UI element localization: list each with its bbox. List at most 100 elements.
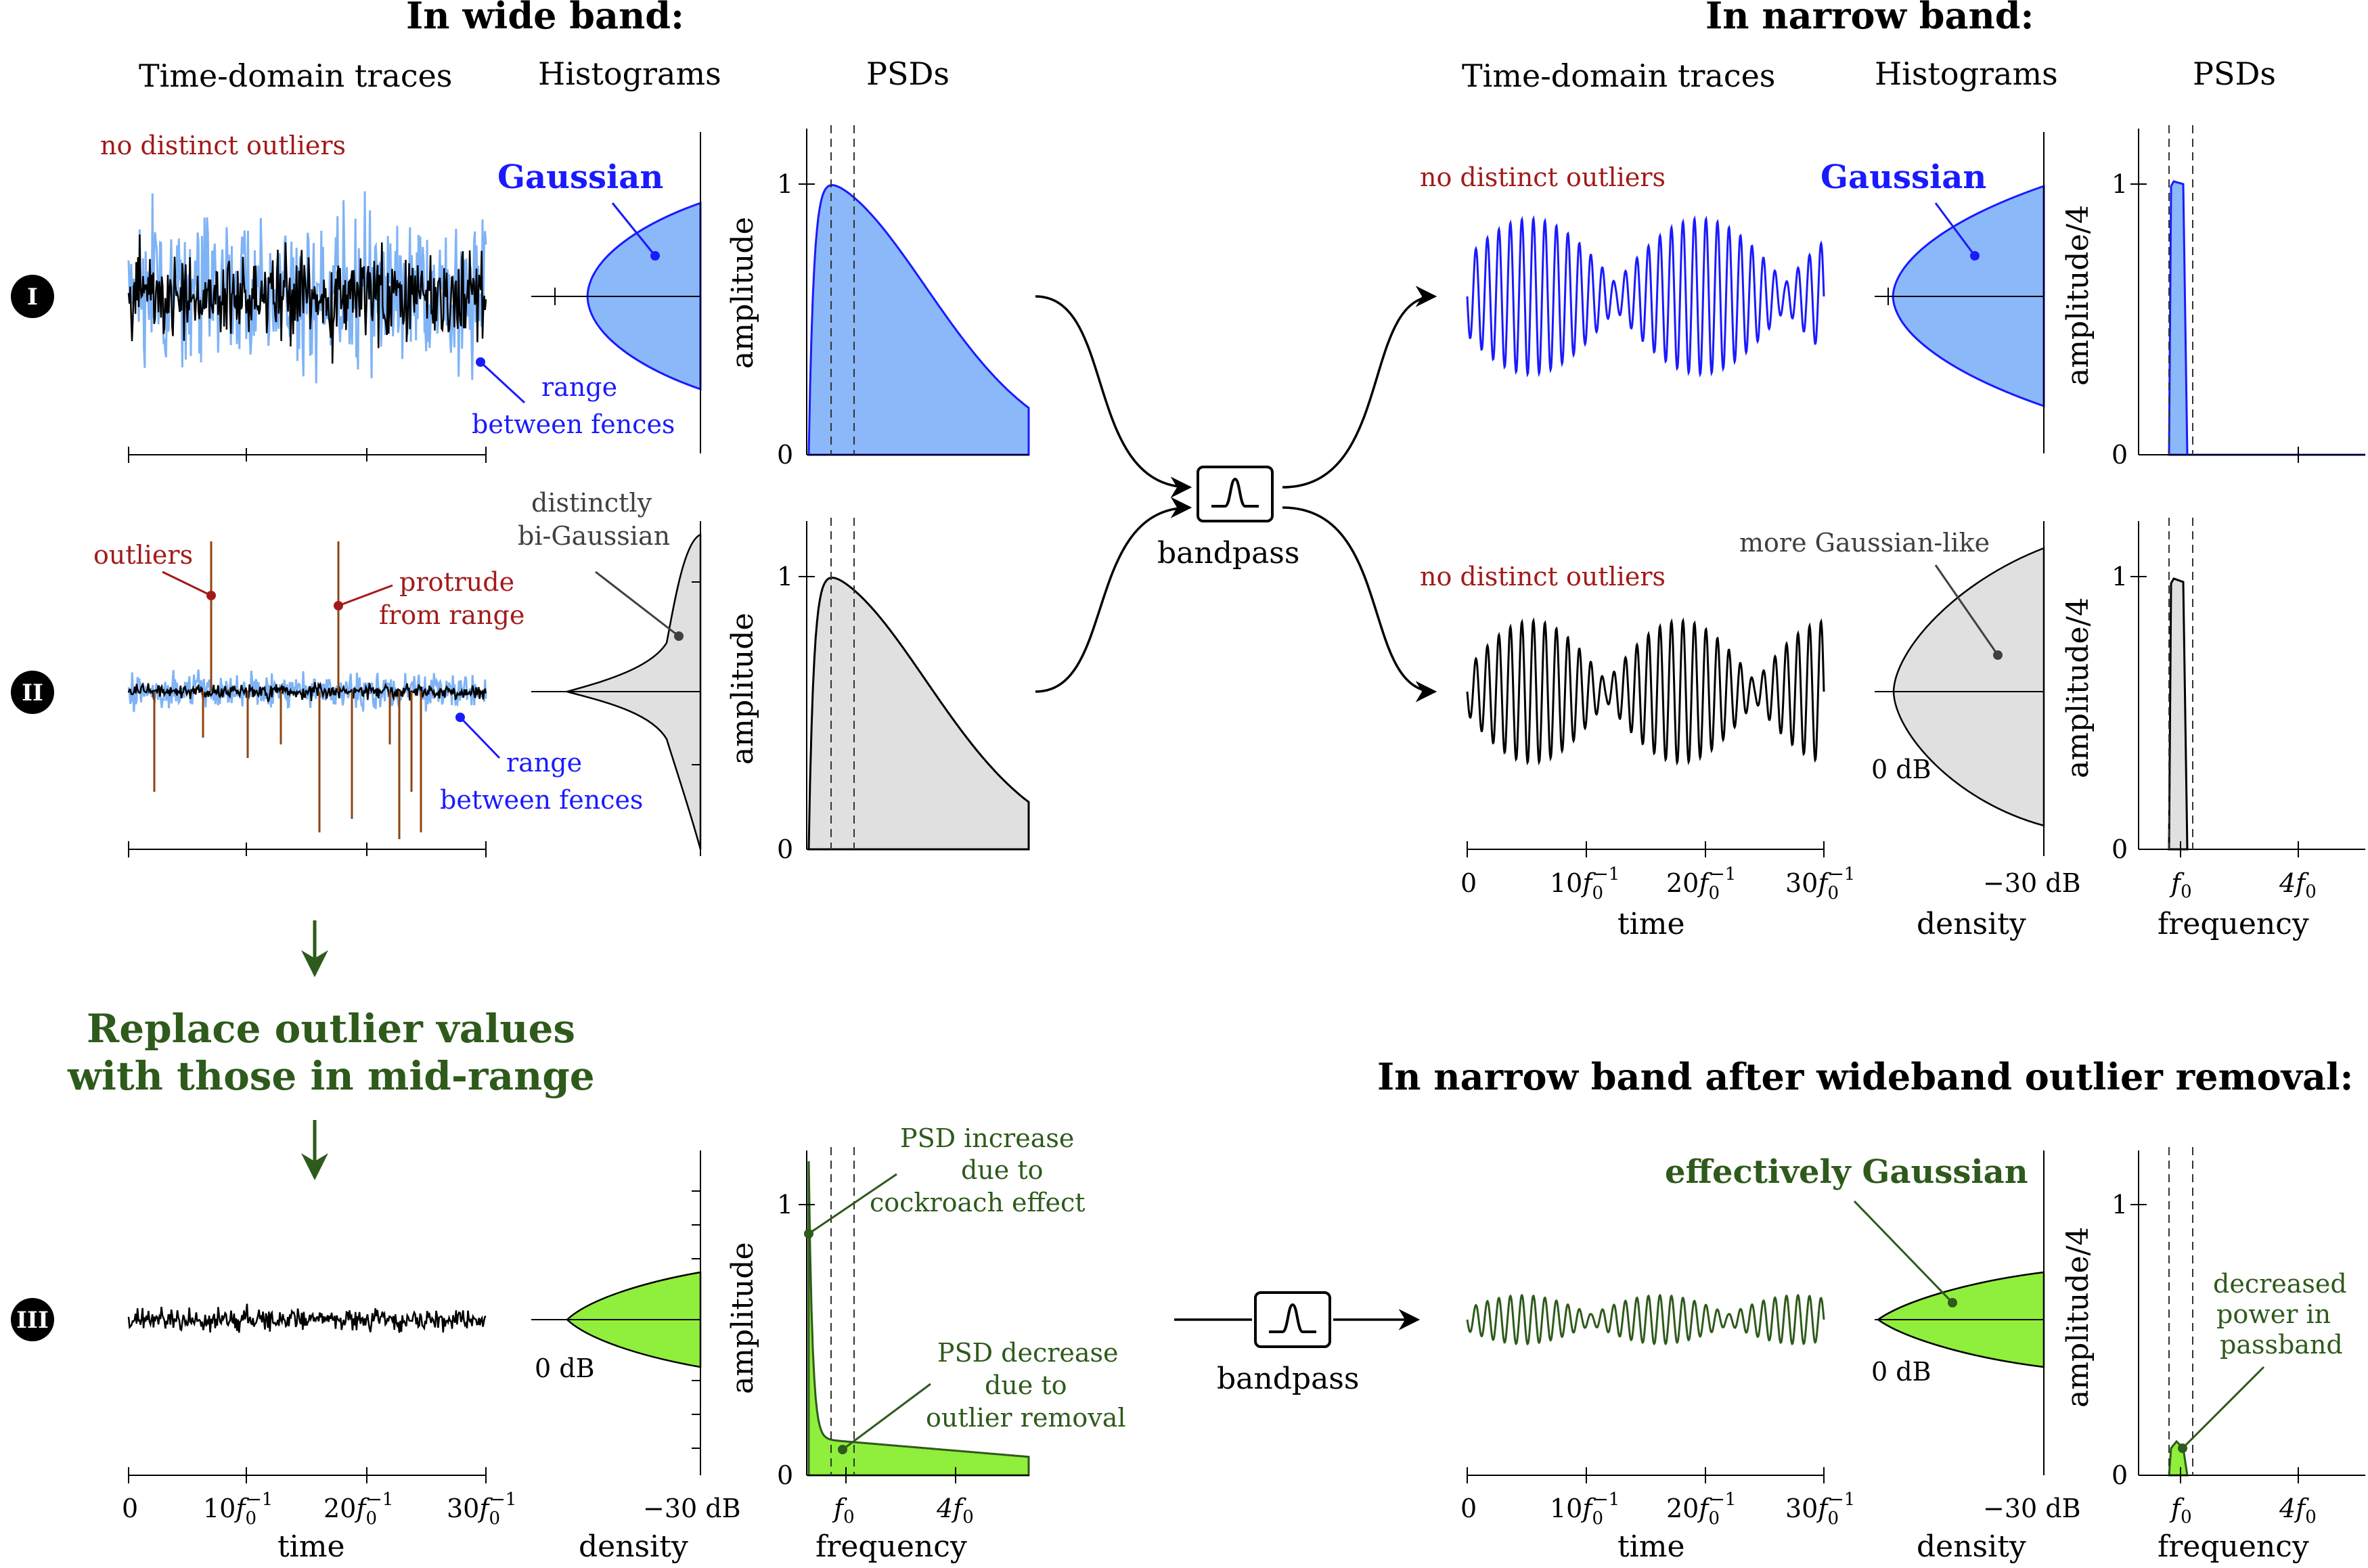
col-psd-right: PSDs [2193,55,2276,92]
annotation-gaussian-2: Gaussian [1820,158,1986,196]
hist-30db-l3: −30 dB [643,1494,741,1523]
hist-0db-l3: 0 dB [535,1353,595,1383]
svg-text:10f0−1: 10f0−1 [203,1489,273,1529]
psd2n-ylabel: amplitude/4 [2061,598,2095,778]
histogram-row1-wide [531,132,702,453]
time-tick-r-0: 0 [1460,868,1477,898]
annotation-range-1b: between fences [472,409,675,439]
psd-row3-wide [799,1147,1030,1483]
annotation-bi-gaussian-1: distinctly [531,488,652,518]
header-narrow-after: In narrow band after wideband outlier re… [1377,1055,2353,1098]
frequency-label-r3: frequency [2158,1529,2309,1564]
annotation-no-outliers-2: no distinct outliers [1420,162,1666,192]
time-label-r3: time [1617,1529,1685,1564]
annotation-dec-power-2: power in [2216,1299,2331,1329]
arrow-row1-to-bandpass [1035,295,1192,498]
svg-text:30f0−1: 30f0−1 [447,1489,516,1529]
annotation-range-2b: between fences [440,785,643,815]
freq-tick-r2-4f0: 4f0 [2279,868,2317,902]
annotation-dec-power-1: decreased [2213,1269,2347,1299]
bandpass-label-2: bandpass [1217,1362,1359,1396]
trace-row1-wide [127,191,487,463]
psd3n-tick-0: 0 [2112,1460,2128,1490]
svg-text:30f0−1: 30f0−1 [1785,864,1855,903]
svg-text:10f0−1: 10f0−1 [1550,1489,1619,1529]
freq-tick-l3-4f0: 4f0 [936,1494,974,1527]
time-label-l3: time [277,1529,345,1564]
psd-row2-wide [799,518,1030,851]
svg-text:f0: f0 [2169,1494,2192,1527]
row-marker-3: III [11,1298,54,1341]
annotation-bi-gaussian-2: bi-Gaussian [518,521,670,551]
arrow-bandpass-to-row1 [1282,286,1437,489]
density-label-l3: density [579,1529,688,1564]
svg-text:20f0−1: 20f0−1 [1666,864,1736,903]
bandpass-filter-icon-2 [1254,1291,1331,1348]
psd2-ylabel: amplitude [725,613,760,765]
density-label-r2: density [1917,907,2026,941]
header-wide-band: In wide band: [406,0,684,37]
annotation-protrude-2: from range [379,600,524,630]
annotation-psd-dec-1: PSD decrease [937,1338,1119,1368]
bandpass-filter-icon [1197,466,1274,522]
annotation-eff-gaussian: effectively Gaussian [1665,1153,2028,1191]
time-tick-r3-10: 10f0−1 [1550,1489,1619,1529]
svg-text:4f0: 4f0 [2279,1494,2317,1527]
annotation-psd-inc-2: due to [961,1155,1044,1185]
svg-text:10f0−1: 10f0−1 [1550,864,1619,903]
psd3-tick-1: 1 [777,1190,793,1219]
time-tick-l-10: 10f0−1 [203,1489,273,1529]
psd1-tick-0: 0 [777,440,793,470]
svg-text:4f0: 4f0 [2279,868,2317,902]
psd3n-tick-1: 1 [2112,1190,2128,1219]
annotation-psd-dec-2: due to [985,1370,1067,1400]
row-marker-1: I [11,275,54,318]
annotation-gaussian-1: Gaussian [497,158,663,196]
annotation-range-1a: range [541,372,617,402]
annotation-psd-dec-3: outlier removal [926,1403,1126,1433]
freq-tick-l3-f0: f0 [832,1494,855,1527]
trace-row3-narrow [1466,1293,1825,1483]
col-hist-left: Histograms [538,55,721,92]
annotation-no-outliers-3: no distinct outliers [1420,562,1666,591]
psd2-tick-1: 1 [777,562,793,591]
svg-text:20f0−1: 20f0−1 [323,1489,393,1529]
svg-text:4f0: 4f0 [936,1494,974,1527]
psd-row2-narrow [2130,518,2365,857]
psd-row3-narrow [2130,1147,2365,1483]
psd3n-ylabel: amplitude/4 [2061,1227,2095,1408]
hist-0db-r3: 0 dB [1871,1357,1931,1387]
time-tick-r-20: 20f0−1 [1666,864,1736,903]
psd1n-ylabel: amplitude/4 [2061,205,2095,386]
time-tick-r3-30: 30f0−1 [1785,1489,1855,1529]
histogram-row2-narrow [1875,521,2045,856]
annotation-psd-inc-1: PSD increase [900,1123,1074,1153]
replace-text-2: with those in mid-range [67,1053,595,1099]
svg-text:I: I [27,284,38,311]
time-tick-r3-20: 20f0−1 [1666,1489,1736,1529]
arrow-row2-to-bandpass [1035,497,1192,693]
col-psd-left: PSDs [866,55,950,92]
svg-text:III: III [16,1307,49,1334]
trace-row3-wide [127,1303,487,1483]
time-tick-r-30: 30f0−1 [1785,864,1855,903]
time-tick-l-20: 20f0−1 [323,1489,393,1529]
freq-tick-r3-f0: f0 [2169,1494,2192,1527]
trace-row2-wide [127,541,487,857]
histogram-row1-narrow [1875,132,2045,453]
time-tick-r3-0: 0 [1460,1494,1477,1523]
hist-30db-r2: −30 dB [1983,868,2081,898]
bandpass-label-1: bandpass [1157,536,1299,570]
histogram-row2-wide [531,521,702,856]
row-marker-2: II [11,671,54,714]
annotation-psd-inc-3: cockroach effect [870,1188,1086,1217]
time-label-r2: time [1617,907,1685,941]
psd3-ylabel: amplitude [725,1242,760,1395]
replace-text-1: Replace outlier values [87,1006,575,1052]
density-label-r3: density [1917,1529,2026,1564]
col-traces-left: Time-domain traces [139,58,452,94]
psd2-tick-0: 0 [777,834,793,864]
histogram-row3-wide [531,1150,702,1475]
psd-row1-wide [799,125,1030,456]
freq-tick-r3-4f0: 4f0 [2279,1494,2317,1527]
